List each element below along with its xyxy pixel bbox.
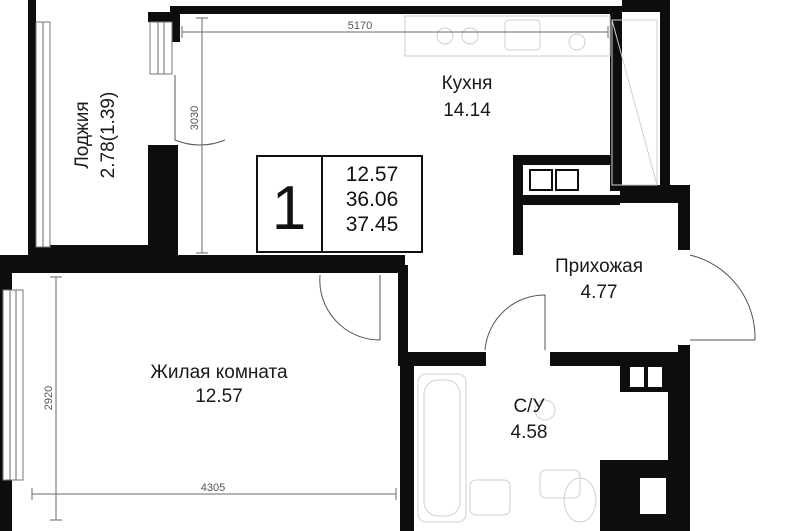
summary-total-with-loggia: 37.45 <box>346 213 399 236</box>
kitchen-name: Кухня <box>442 73 493 94</box>
dim-living-width: 4305 <box>201 482 225 494</box>
loggia-label: Лоджия 2.78(1.39) <box>72 92 119 179</box>
loggia-area: 2.78(1.39) <box>98 92 119 179</box>
dim-living-depth: 2920 <box>43 386 55 410</box>
kitchen-area: 14.14 <box>443 100 491 121</box>
loggia-name: Лоджия <box>72 101 93 168</box>
living-room-area: 12.57 <box>195 386 243 407</box>
rooms-count: 1 <box>272 174 306 243</box>
windows <box>2 21 173 481</box>
hallway-name: Прихожая <box>555 256 643 277</box>
dim-kitchen-width: 5170 <box>348 20 372 32</box>
doors <box>174 75 756 351</box>
fixtures <box>404 15 658 523</box>
summary-total-area: 36.06 <box>346 188 399 211</box>
dimension-lines <box>31 17 609 521</box>
hallway-area: 4.77 <box>581 282 618 303</box>
summary-box: 1 12.57 36.06 37.45 <box>256 155 423 253</box>
summary-living-area: 12.57 <box>346 163 399 186</box>
dim-kitchen-depth: 3030 <box>189 106 201 130</box>
ventilation-shafts <box>529 169 666 514</box>
bathroom-name: С/У <box>513 396 545 417</box>
bathroom-area: 4.58 <box>511 422 548 443</box>
living-room-name: Жилая комната <box>150 362 288 383</box>
